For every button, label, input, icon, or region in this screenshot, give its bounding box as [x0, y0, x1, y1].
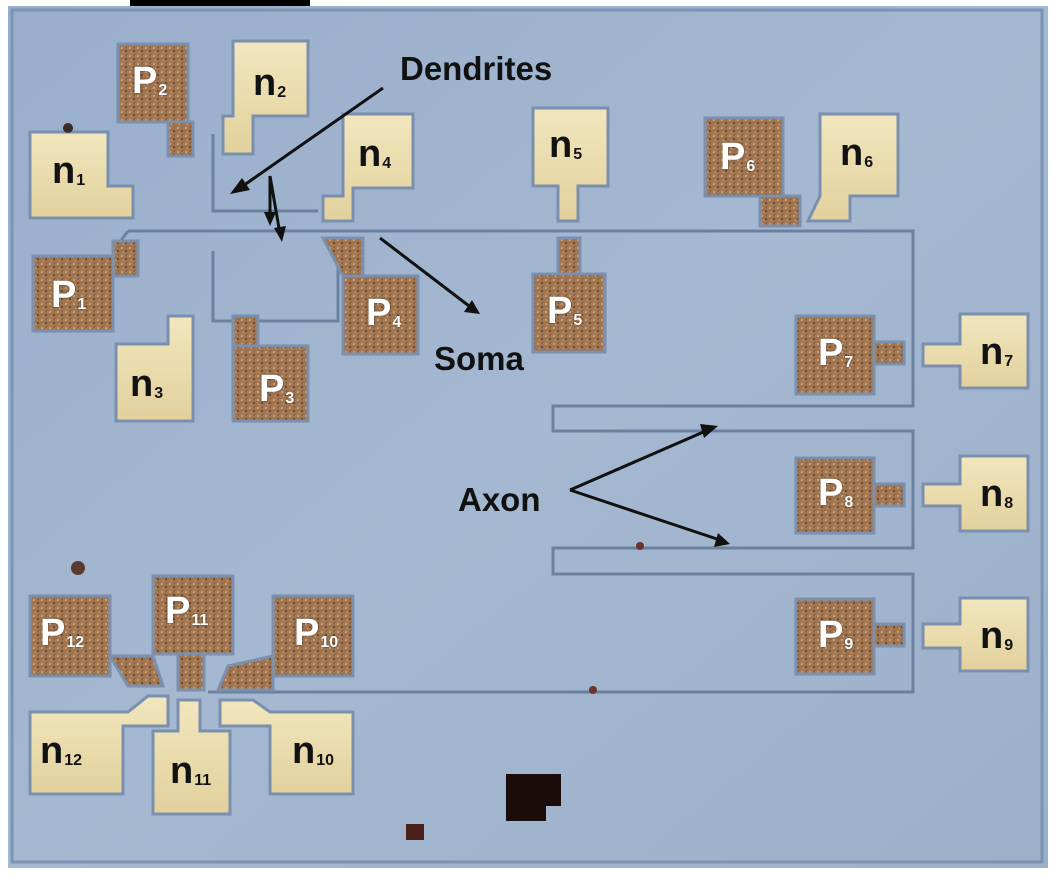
label-n2: n2 [253, 62, 287, 104]
pad-n11 [151, 698, 232, 816]
pad-p3-stem [231, 314, 260, 348]
pad-p10 [271, 594, 355, 678]
arrowhead-dendrites-1 [230, 178, 250, 194]
label-n11: n11 [170, 750, 212, 792]
metal-traces [111, 134, 915, 694]
label-p1: P1 [51, 274, 87, 316]
top-edge-bar [130, 0, 310, 6]
label-p3: P3 [259, 368, 295, 410]
arrowhead-dendrites-2 [264, 212, 276, 226]
label-p10: P10 [294, 612, 339, 654]
pad-p6-stem [758, 194, 802, 228]
pad-p11 [151, 574, 235, 656]
debris-dot-1 [71, 561, 85, 575]
pad-p7 [794, 314, 876, 396]
pad-n1 [28, 130, 135, 220]
pad-p4 [341, 274, 420, 356]
annotation-soma: Soma [434, 340, 524, 377]
pad-p3 [231, 344, 310, 423]
pad-n6 [805, 112, 900, 223]
pad-p12-stem [107, 654, 166, 688]
pad-p5 [531, 272, 607, 354]
label-n3: n3 [130, 363, 164, 405]
pad-n10 [218, 698, 355, 796]
debris-dot-2 [406, 824, 424, 840]
arrowhead-axon-1 [700, 424, 718, 438]
arrowhead-axon-2 [714, 533, 730, 547]
pad-p1-stem [111, 239, 140, 278]
label-p8: P8 [818, 472, 854, 514]
pad-p4-stem [320, 236, 365, 278]
label-n1: n1 [52, 150, 86, 192]
label-p7: P7 [818, 332, 854, 374]
pad-n5 [531, 106, 610, 223]
pad-p12 [28, 594, 112, 678]
annotation-arrows [230, 86, 730, 547]
n-pads [28, 39, 1030, 816]
pad-p9-stem [872, 622, 906, 648]
label-p6: P6 [720, 136, 756, 178]
label-n9: n9 [980, 615, 1014, 657]
pad-p2 [116, 42, 190, 124]
substrate-border [10, 8, 1044, 864]
label-n4: n4 [358, 133, 392, 175]
p-pads [28, 42, 906, 692]
pad-n12 [28, 694, 170, 796]
annotation-dendrites: Dendrites [400, 50, 553, 87]
pad-n7 [921, 312, 1030, 390]
debris-large [506, 774, 561, 821]
label-n12: n12 [40, 730, 83, 772]
pad-p9 [794, 597, 876, 676]
pad-p5-stem [556, 236, 582, 276]
pad-p10-stem [215, 654, 275, 692]
pad-p2-stem [166, 120, 195, 158]
label-p9: P9 [818, 614, 854, 656]
label-p5: P5 [547, 290, 583, 332]
label-n5: n5 [549, 124, 583, 166]
pad-p8-stem [872, 482, 906, 508]
pad-p6 [703, 116, 785, 198]
label-p4: P4 [366, 292, 402, 334]
micrograph-chip [8, 6, 1048, 868]
label-p2: P2 [132, 60, 168, 102]
pad-n9 [921, 596, 1030, 673]
arrow-axon-1 [569, 428, 709, 492]
pad-n4 [321, 112, 415, 223]
arrow-soma [379, 236, 474, 311]
label-p11: P11 [165, 590, 209, 632]
arrow-axon-2 [569, 488, 721, 542]
label-n7: n7 [980, 331, 1014, 373]
pad-p11-stem [176, 652, 206, 692]
debris-particles [63, 123, 644, 840]
debris-dot-3 [636, 542, 644, 550]
arrow-dendrites-1 [239, 86, 384, 190]
label-n6: n6 [840, 132, 874, 174]
label-n8: n8 [980, 473, 1014, 515]
pad-p1 [31, 254, 115, 333]
debris-dot-4 [589, 686, 597, 694]
pad-p7-stem [872, 340, 906, 366]
arrowhead-soma [464, 300, 480, 314]
debris-dot-5 [63, 123, 73, 133]
pad-n8 [921, 454, 1030, 533]
pad-n3 [114, 314, 195, 423]
label-p12: P12 [40, 612, 85, 654]
arrow-dendrites-3 [268, 175, 282, 235]
label-n10: n10 [292, 730, 335, 772]
annotation-axon: Axon [458, 481, 541, 518]
pad-n2 [221, 39, 310, 156]
arrowhead-dendrites-3 [274, 226, 286, 242]
